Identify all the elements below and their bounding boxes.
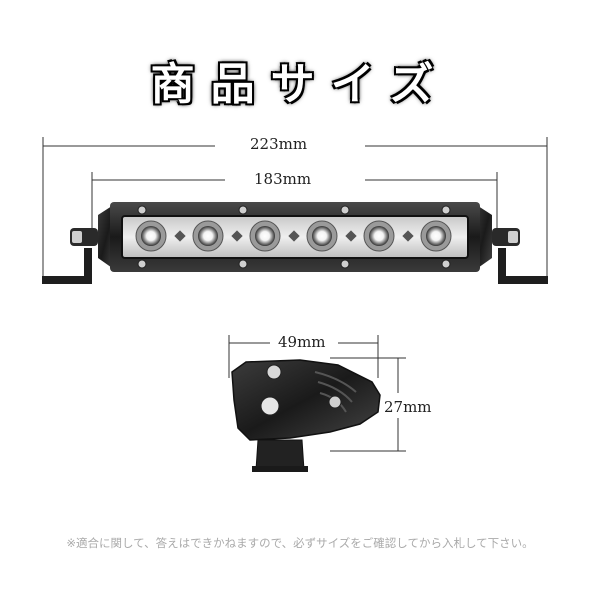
disclaimer-note: ※適合に関して、答えはできかねますので、必ずサイズをご確認してから入札して下さい…	[66, 536, 534, 550]
dimension-height	[330, 357, 406, 452]
total-length-label: 223mm	[250, 135, 308, 153]
light-bar-side	[231, 359, 381, 472]
dimension-width	[228, 335, 379, 378]
led-array	[135, 220, 452, 252]
dimension-total-length	[42, 137, 548, 282]
page-title: 商品サイズ	[150, 59, 450, 110]
height-label: 27mm	[384, 398, 432, 416]
light-bar-front	[42, 202, 548, 284]
body-length-label: 183mm	[254, 170, 312, 188]
width-label: 49mm	[278, 333, 326, 351]
